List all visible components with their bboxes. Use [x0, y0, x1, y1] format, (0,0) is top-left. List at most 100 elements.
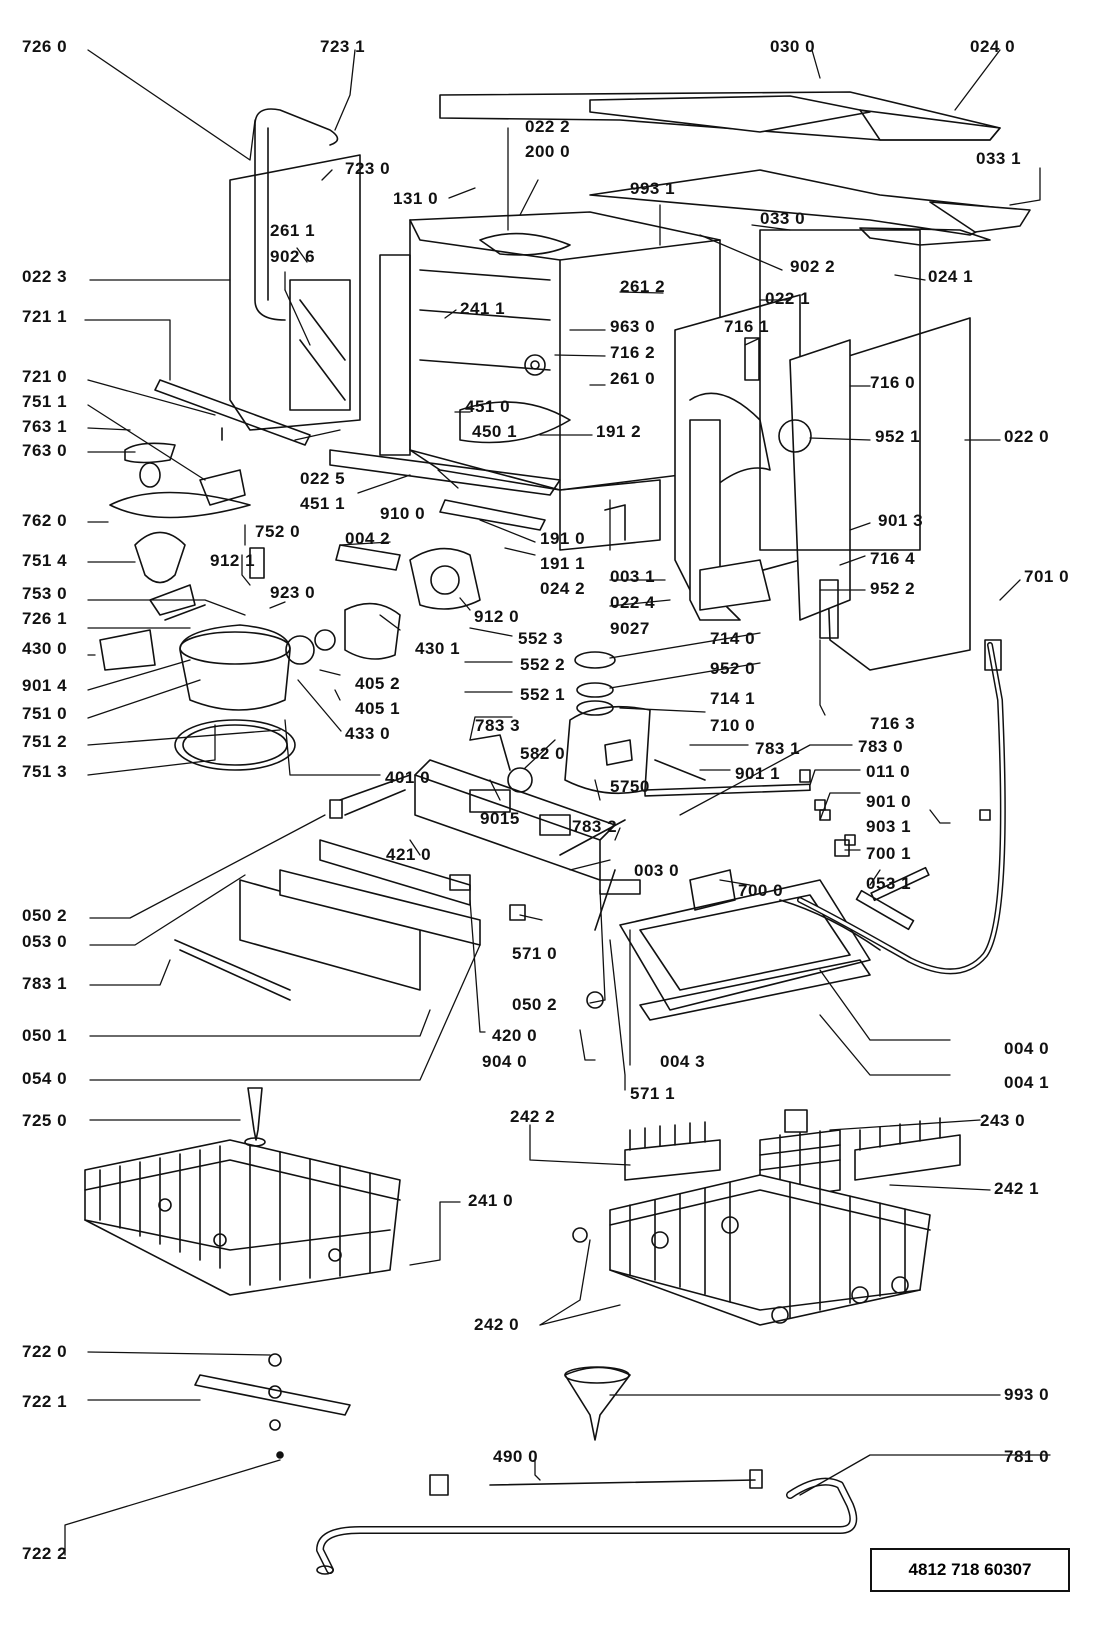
funnel [564, 1366, 631, 1441]
part-label-p0400: 004 0 [1004, 1039, 1050, 1058]
part-label-p5523: 552 3 [518, 629, 564, 648]
part-label-p9520: 952 0 [710, 659, 756, 678]
part-label-p4210: 421 0 [386, 845, 432, 864]
leader-lines [64, 49, 1051, 1556]
part-label-p7010: 701 0 [1024, 567, 1070, 586]
part-label-p4511: 451 1 [300, 494, 346, 513]
part-label-p4300: 430 0 [22, 639, 68, 658]
part-label-p0531: 053 1 [866, 874, 912, 893]
part-label-p7160: 716 0 [870, 373, 916, 392]
part-label-p4200: 420 0 [492, 1026, 538, 1045]
part-label-p9027: 9027 [610, 619, 650, 638]
part-label-p7161: 716 1 [724, 317, 770, 336]
part-label-p9930: 993 0 [1004, 1385, 1050, 1404]
part-label-p4501: 450 1 [472, 422, 518, 441]
part-label-p9120: 912 0 [474, 607, 520, 626]
part-label-p7211: 721 1 [22, 307, 68, 326]
part-label-p9031: 903 1 [866, 817, 912, 836]
part-label-p2612: 261 2 [620, 277, 666, 296]
kick-plate [174, 839, 481, 1001]
part-label-p0110: 011 0 [866, 762, 911, 781]
part-label-p0331: 033 1 [976, 149, 1022, 168]
part-label-p0222: 022 2 [525, 117, 571, 136]
part-label-p7001: 700 1 [866, 844, 912, 863]
dishwasher-tub [329, 211, 721, 551]
part-label-p0042: 004 2 [345, 529, 391, 548]
lower-basket-left [84, 1139, 401, 1296]
part-label-p0223: 022 3 [22, 267, 68, 286]
part-label-p1912: 191 2 [596, 422, 642, 441]
part-label-p9014: 901 4 [22, 676, 68, 695]
part-label-p4900: 490 0 [493, 1447, 539, 1466]
part-label-p5522: 552 2 [520, 655, 566, 674]
part-label-p0043: 004 3 [660, 1052, 706, 1071]
part-label-p0041: 004 1 [1004, 1073, 1050, 1092]
part-label-p5820: 582 0 [520, 744, 566, 763]
sump [109, 442, 296, 771]
part-label-p0330: 033 0 [760, 209, 806, 228]
part-label-p7630: 763 0 [22, 441, 68, 460]
part-label-p1911: 191 1 [540, 554, 586, 573]
side-panel-right [674, 229, 971, 671]
part-label-p9931: 993 1 [630, 179, 676, 198]
part-label-p5711: 571 1 [630, 1084, 676, 1103]
part-label-p0502a: 050 2 [22, 906, 68, 925]
part-label-p7141: 714 1 [710, 689, 756, 708]
part-label-p7164: 716 4 [870, 549, 916, 568]
part-label-p7000: 700 0 [738, 881, 784, 900]
part-label-p2410: 241 0 [468, 1191, 514, 1210]
part-label-p7510: 751 0 [22, 704, 68, 723]
part-label-p0241: 024 1 [928, 267, 974, 286]
base-frame [329, 759, 641, 931]
part-label-p4051: 405 1 [355, 699, 401, 718]
part-label-p5521: 552 1 [520, 685, 566, 704]
part-label-p9522: 952 2 [870, 579, 916, 598]
inlet-hose [797, 639, 1006, 975]
part-label-p9121: 912 1 [210, 551, 256, 570]
part-label-p0224: 022 4 [610, 593, 656, 612]
lower-basket [572, 1174, 931, 1326]
part-label-p9015: 9015 [480, 809, 520, 828]
part-label-p9100: 910 0 [380, 504, 426, 523]
part-label-p7250: 725 0 [22, 1111, 68, 1130]
part-label-p2411: 241 1 [460, 299, 506, 318]
part-label-p9521: 952 1 [875, 427, 921, 446]
part-label-p7230: 723 0 [345, 159, 391, 178]
part-label-p7514: 751 4 [22, 551, 68, 570]
spray-arm-upper [154, 379, 311, 446]
part-label-p0225: 022 5 [300, 469, 346, 488]
water-softener [507, 651, 706, 795]
part-label-p7831b: 783 1 [22, 974, 68, 993]
part-label-p7520: 752 0 [255, 522, 301, 541]
part-label-p7513: 751 3 [22, 762, 68, 781]
part-label-p4010: 401 0 [385, 768, 431, 787]
part-label-p7830: 783 0 [858, 737, 904, 756]
heater-element [586, 809, 930, 1021]
part-label-p0030: 003 0 [634, 861, 680, 880]
part-label-p2422: 242 2 [510, 1107, 556, 1126]
part-label-p7140: 714 0 [710, 629, 756, 648]
part-label-p4510: 451 0 [465, 397, 511, 416]
part-label-p4052: 405 2 [355, 674, 401, 693]
part-label-p9010: 901 0 [866, 792, 912, 811]
part-label-p0240: 024 0 [970, 37, 1016, 56]
part-label-p2611: 261 1 [270, 221, 316, 240]
part-label-p0031: 003 1 [610, 567, 656, 586]
part-label-p7530: 753 0 [22, 584, 68, 603]
part-label-p4330: 433 0 [345, 724, 391, 743]
part-label-p2610: 261 0 [610, 369, 656, 388]
part-label-p7221: 722 1 [22, 1392, 68, 1411]
part-label-p9026: 902 6 [270, 247, 316, 266]
part-label-p2430: 243 0 [980, 1111, 1026, 1130]
door-hinge [689, 419, 771, 621]
part-label-p7162: 716 2 [610, 343, 656, 362]
spray-arm-lower [194, 1353, 351, 1459]
motor-pump [99, 544, 481, 671]
part-label-p1910: 191 0 [540, 529, 586, 548]
part-label-p9022: 902 2 [790, 257, 836, 276]
part-label-p5710: 571 0 [512, 944, 558, 963]
drain-hose [316, 1469, 858, 1575]
part-label-p5750: 5750 [610, 777, 650, 796]
